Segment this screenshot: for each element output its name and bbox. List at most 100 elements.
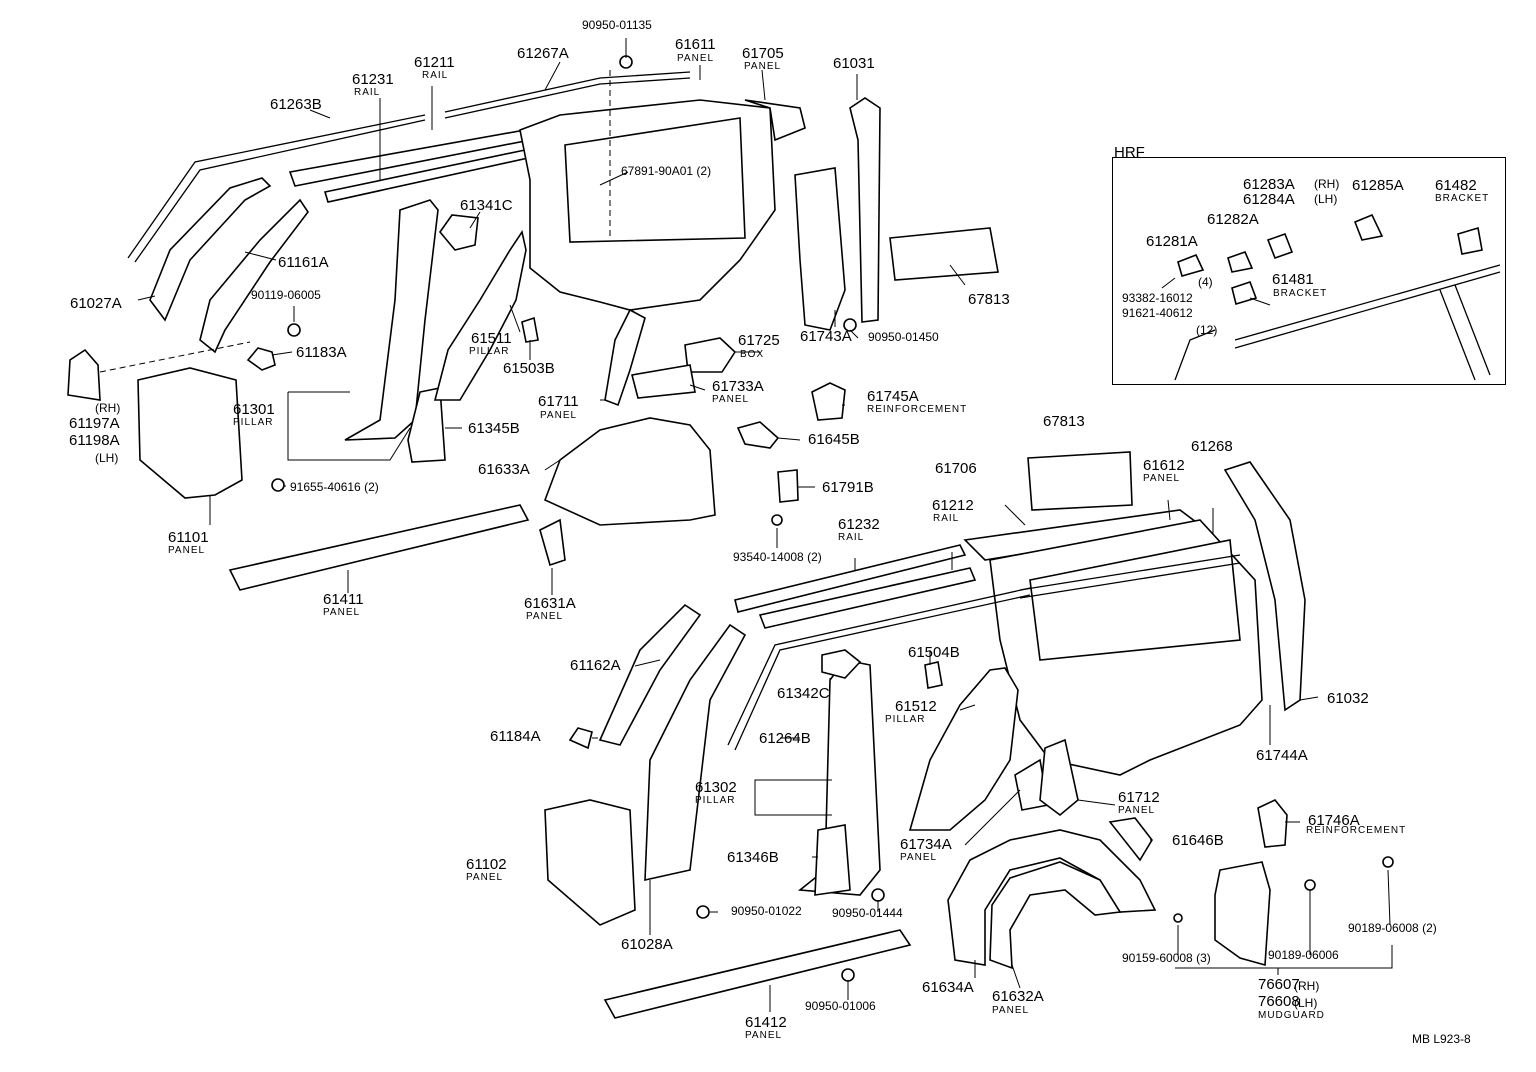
part-label: 61282A xyxy=(1207,211,1259,228)
part-61631a-panel xyxy=(539,518,566,567)
part-61612-window xyxy=(1029,539,1241,661)
part-label: PANEL xyxy=(168,545,206,556)
part-label: PANEL xyxy=(466,872,504,883)
part-61482-bracket xyxy=(1457,226,1483,255)
part-label: 67813 xyxy=(968,291,1010,308)
part-61232-rail xyxy=(734,544,967,613)
part-label: 91621-40612 xyxy=(1122,306,1193,320)
part-61412-panel xyxy=(603,929,912,1019)
part-61301-pillar xyxy=(344,199,439,441)
part-label: 61632A xyxy=(992,988,1044,1005)
part-90950-01450-clip xyxy=(843,318,857,332)
part-label: 61746A xyxy=(1308,812,1360,829)
part-61512-pillar xyxy=(908,667,1019,831)
part-label: 61705 xyxy=(742,45,784,62)
part-61733a-panel xyxy=(631,364,696,399)
part-61712-panel xyxy=(1039,738,1079,817)
part-label: 90950-01135 xyxy=(582,18,652,32)
part-61345b-bracket xyxy=(407,387,446,463)
part-90159-60008-screw xyxy=(1173,913,1183,923)
part-61511-pillar xyxy=(433,229,527,401)
part-61646b xyxy=(1108,817,1153,862)
part-label: 61302 xyxy=(695,779,737,796)
part-label: 61791B xyxy=(822,479,874,496)
part-61503b-clip xyxy=(521,316,539,343)
part-61341c-bracket xyxy=(438,214,479,251)
part-61212-rail xyxy=(758,567,977,629)
part-label: 61631A xyxy=(524,595,576,612)
part-label: 61184A xyxy=(490,728,541,745)
part-label: 61345B xyxy=(468,420,520,437)
part-61711-panel xyxy=(604,308,646,407)
part-67813-pad-lower xyxy=(1027,451,1133,511)
part-label: 67891-90A01 (2) xyxy=(621,164,712,178)
part-61161a-pillar xyxy=(199,198,309,354)
part-61197a-cap xyxy=(67,348,101,401)
part-label: BRACKET xyxy=(1273,288,1328,299)
part-label: 61342C xyxy=(777,685,830,702)
part-label: 90189-06006 xyxy=(1268,948,1339,962)
part-label: 67813 xyxy=(1043,413,1085,430)
part-61705-panel xyxy=(744,99,806,142)
part-61268-rail xyxy=(1019,554,1241,599)
part-label: 61161A xyxy=(278,254,329,271)
part-61342c-bracket xyxy=(821,649,862,679)
part-label: MUDGUARD xyxy=(1258,1010,1325,1021)
part-label: 61744A xyxy=(1256,747,1308,764)
part-label: 61706 xyxy=(935,460,977,477)
part-label: 76607 xyxy=(1258,976,1300,993)
part-67813-pad xyxy=(889,227,999,281)
part-label: (LH) xyxy=(95,451,119,465)
part-61632a-panel xyxy=(989,861,1122,970)
part-label: PANEL xyxy=(323,607,361,618)
part-label: 61232 xyxy=(838,516,880,533)
part-label: 61162A xyxy=(570,657,621,674)
part-91655-40616-bolt xyxy=(271,478,285,492)
part-label: RAIL xyxy=(933,513,960,524)
part-label: 61743A xyxy=(800,328,852,345)
part-label: PANEL xyxy=(712,394,750,405)
part-61028a-pillar xyxy=(644,623,747,882)
part-label: 61482 xyxy=(1435,177,1477,194)
part-label: (RH) xyxy=(1294,979,1320,993)
part-61504b-clip xyxy=(924,661,943,689)
part-90950-01006-clip xyxy=(841,968,855,982)
part-61263b-rail xyxy=(127,114,426,263)
part-label: 61032 xyxy=(1327,690,1369,707)
part-label: 61211 xyxy=(414,54,455,71)
dash-61197a xyxy=(99,341,251,373)
part-61184a-plug xyxy=(568,727,593,750)
part-label: 61263B xyxy=(270,96,322,113)
part-61791b-plate xyxy=(777,469,799,503)
part-label: PANEL xyxy=(1118,805,1156,816)
part-label: PANEL xyxy=(744,61,782,72)
part-label: 90159-60008 (3) xyxy=(1122,951,1211,965)
part-label: RAIL xyxy=(422,70,449,81)
part-61162a-pillar xyxy=(598,603,702,746)
part-label: (LH) xyxy=(1294,996,1318,1010)
part-label: PANEL xyxy=(677,53,715,64)
part-label: 61198A xyxy=(69,432,120,449)
part-label: 90950-01022 xyxy=(731,904,802,918)
part-label: 61512 xyxy=(895,698,937,715)
part-label: 61197A xyxy=(69,415,120,432)
part-label: PANEL xyxy=(900,852,938,863)
part-61283a xyxy=(1266,232,1294,260)
part-label: 61281A xyxy=(1146,233,1198,250)
part-label: 61711 xyxy=(538,393,579,410)
part-label: 61284A xyxy=(1243,191,1295,208)
part-label: 61611 xyxy=(675,36,716,53)
part-61645b xyxy=(736,421,780,449)
part-label: 61734A xyxy=(900,836,952,853)
part-label: 90950-01444 xyxy=(832,906,903,920)
part-label: RAIL xyxy=(838,532,865,543)
part-90189-06008-nut xyxy=(1382,856,1394,868)
part-61346b-bracket xyxy=(814,824,851,896)
inset-pillar xyxy=(1174,284,1491,381)
part-label: 61301 xyxy=(233,401,275,418)
inset-rail xyxy=(1234,264,1501,349)
part-label: 61712 xyxy=(1118,789,1160,806)
part-label: 61268 xyxy=(1191,438,1233,455)
